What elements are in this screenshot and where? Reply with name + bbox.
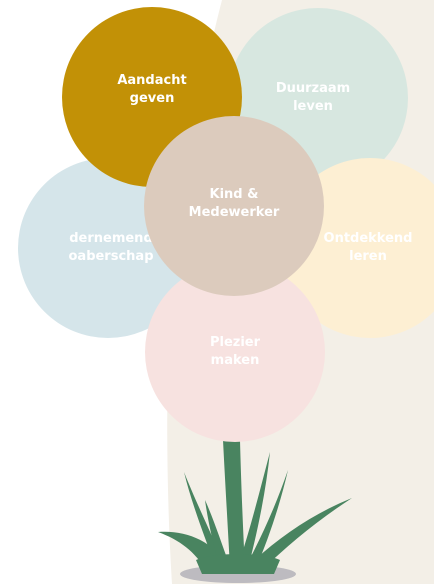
petal-ondernemend-naoberschap-label: dernemend oaberschap <box>68 230 153 266</box>
petal-kind-medewerker-label: Kind & Medewerker <box>189 186 280 222</box>
petal-ondernemend-naoberschap-line2: oaberschap <box>68 249 154 264</box>
petal-plezier-maken-label: Plezier maken <box>210 334 260 370</box>
plant-leaves <box>158 440 352 574</box>
petal-kind-medewerker-line1: Kind & <box>209 187 259 202</box>
petal-aandacht-geven-line2: geven <box>129 91 175 106</box>
petal-plezier-maken-line1: Plezier <box>209 335 261 350</box>
petal-aandacht-geven-line1: Aandacht <box>117 73 187 88</box>
petal-kind-medewerker[interactable]: Kind & Medewerker <box>144 116 324 296</box>
leaf-base <box>196 554 280 574</box>
stem <box>223 440 245 568</box>
petal-ontdekkend-leren-line1: Ontdekkend <box>323 231 413 246</box>
petal-duurzaam-leven-line1: Duurzaam <box>275 81 351 96</box>
petal-duurzaam-leven-line2: leven <box>293 99 333 114</box>
petal-ondernemend-naoberschap-line1: dernemend <box>69 231 153 246</box>
petal-duurzaam-leven-label: Duurzaam leven <box>276 80 350 116</box>
leaf-far-right <box>248 498 352 570</box>
petal-ontdekkend-leren-label: Ontdekkend leren <box>324 230 413 266</box>
leaf-left-inner <box>205 500 230 568</box>
petal-plezier-maken-line2: maken <box>210 353 260 368</box>
petal-kind-medewerker-line2: Medewerker <box>188 205 280 220</box>
petal-ontdekkend-leren-line2: leren <box>349 249 387 264</box>
petal-aandacht-geven-label: Aandacht geven <box>117 72 186 108</box>
